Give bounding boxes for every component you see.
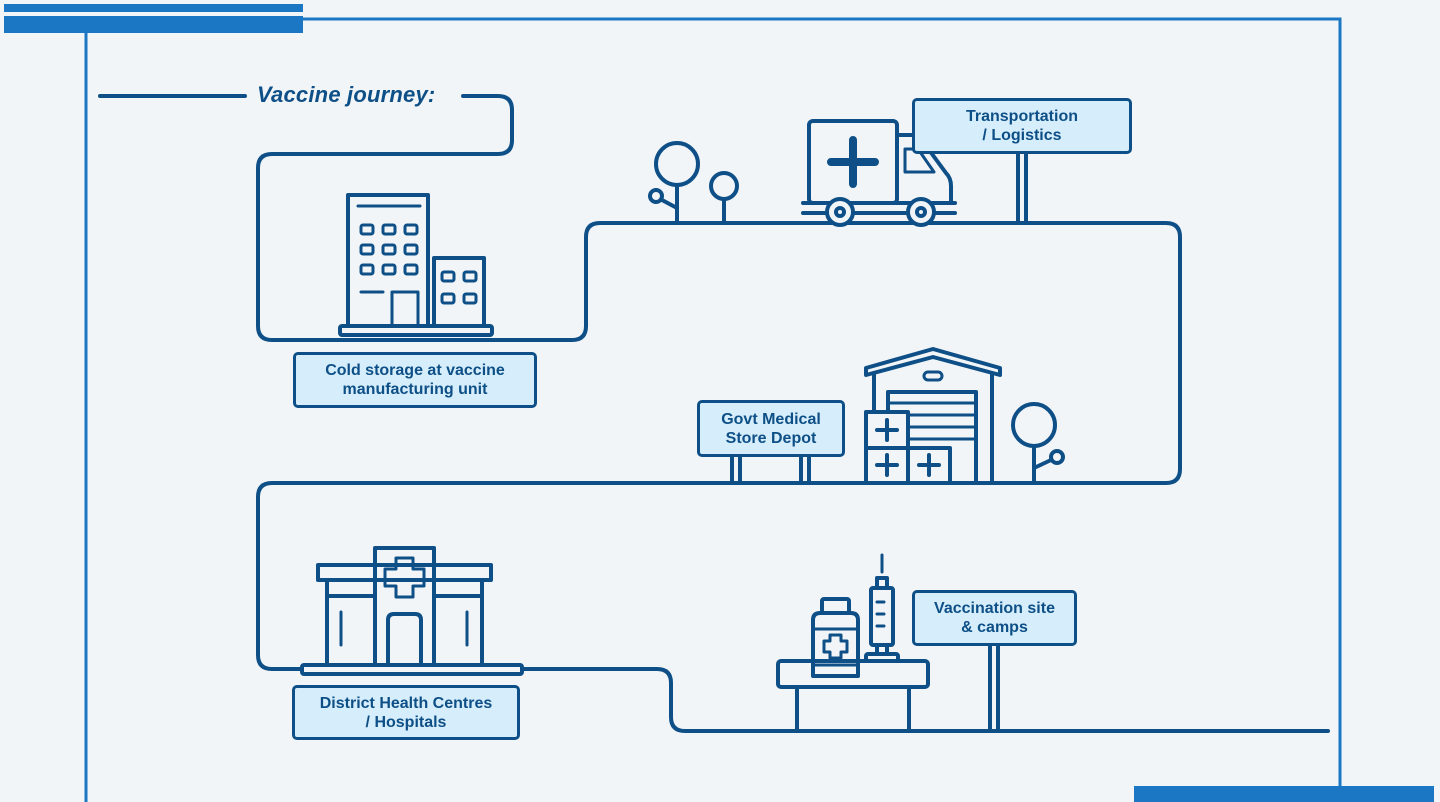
- top-accent-bar-2: [4, 16, 303, 33]
- label-vaccination-site: Vaccination site & camps: [912, 590, 1077, 646]
- label-govt-depot: Govt Medical Store Depot: [697, 400, 845, 457]
- top-accent-bar: [4, 4, 303, 12]
- medical-box-icon: [864, 410, 952, 485]
- bottom-accent-bar: [1134, 786, 1434, 802]
- tree-icon: [1011, 402, 1065, 485]
- frame-line-top-right: [303, 17, 1342, 802]
- tree-icon: [648, 141, 739, 225]
- label-district-health: District Health Centres / Hospitals: [292, 685, 520, 740]
- factory-building-icon: [338, 193, 494, 337]
- label-cold-storage: Cold storage at vaccine manufacturing un…: [293, 352, 537, 408]
- diagram-title: Vaccine journey:: [257, 82, 436, 107]
- ambulance-icon: [801, 119, 957, 227]
- journey-path: [98, 94, 1330, 733]
- vaccine-vial-icon: [811, 597, 860, 678]
- table-icon: [776, 659, 930, 733]
- hospital-icon: [300, 546, 524, 676]
- syringe-icon: [864, 553, 900, 663]
- label-transportation: Transportation / Logistics: [912, 98, 1132, 154]
